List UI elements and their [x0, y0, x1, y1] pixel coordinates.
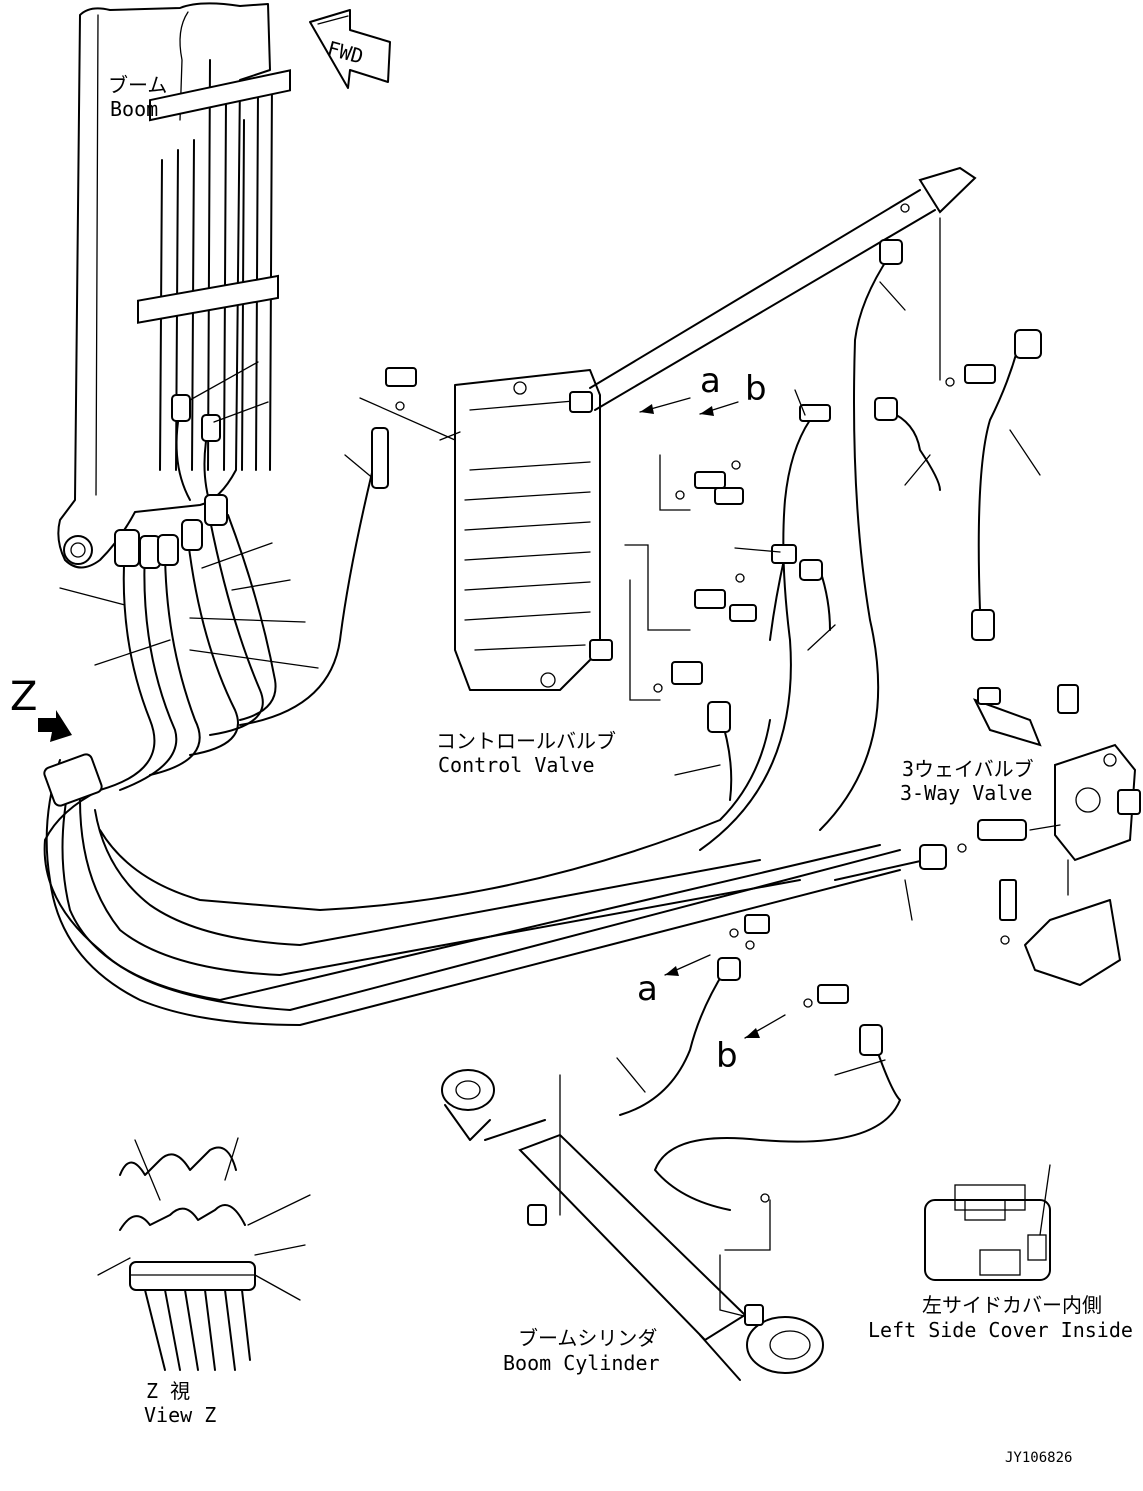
hose-left-cv — [239, 439, 381, 726]
control-valve — [359, 367, 613, 691]
boom-label-jp: ブーム — [108, 73, 167, 97]
drawing-id: JY106826 — [1005, 1450, 1072, 1466]
hose-bundle — [43, 394, 901, 1026]
control-valve-label-jp: コントロールバルブ — [436, 729, 616, 753]
control-valve-label-en: Control Valve — [438, 753, 595, 777]
hose-fitting — [371, 427, 389, 489]
left-side-cover — [924, 1164, 1051, 1281]
view-z-label-jp: Z 視 — [146, 1379, 190, 1403]
three-way-valve — [957, 684, 1141, 986]
b-label-bottom: b — [716, 1036, 738, 1076]
boom-pipes — [137, 59, 291, 471]
leader-lines-left — [59, 361, 376, 669]
cylinder-hoses — [616, 914, 901, 1211]
three-way-valve-label-en: 3-Way Valve — [900, 781, 1032, 805]
three-way-valve-label-jp: 3ウェイバルブ — [902, 757, 1034, 781]
view-z-label-en: View Z — [144, 1403, 216, 1427]
z-marker-label: Z — [10, 674, 37, 720]
left-cover-label-en: Left Side Cover Inside — [868, 1318, 1133, 1342]
top-pipe — [589, 166, 977, 411]
z-view-arrow — [38, 710, 72, 742]
a-label-bottom: a — [637, 969, 658, 1009]
fwd-arrow: FWD — [309, 9, 391, 89]
left-cover-label-jp: 左サイドカバー内側 — [922, 1293, 1102, 1317]
boom-cylinder — [441, 1069, 824, 1381]
boom-cylinder-label-jp: ブームシリンダ — [518, 1326, 657, 1350]
boom-cylinder-label-en: Boom Cylinder — [503, 1351, 660, 1375]
boom-arm — [57, 2, 271, 569]
a-label-top: a — [700, 361, 721, 401]
view-z-inset — [97, 1137, 311, 1371]
fwd-label: FWD — [325, 36, 366, 69]
boom-label-en: Boom — [110, 97, 158, 121]
center-hoses — [624, 239, 1042, 851]
hose-to-three-way — [834, 844, 947, 921]
b-label-top: b — [745, 369, 767, 409]
